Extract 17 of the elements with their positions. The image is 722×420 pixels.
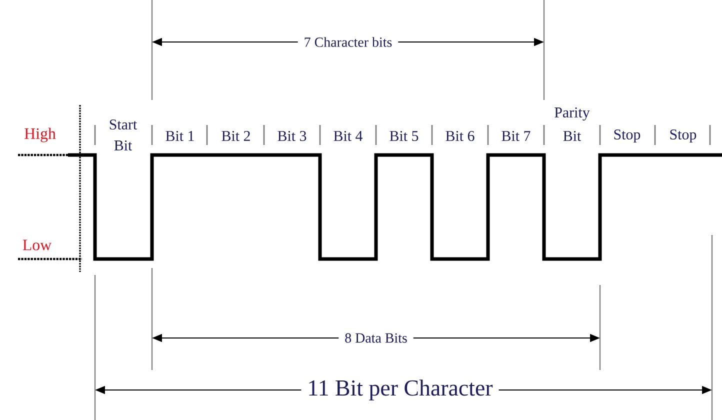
bit-label: Bit 1 [166, 131, 194, 142]
bit-label: Stop [614, 129, 640, 143]
bit-label: Bit 2 [222, 131, 250, 142]
level-label: High [24, 128, 56, 142]
level-label: Low [22, 240, 52, 250]
dimension-label: 8 Data Bits [338, 330, 414, 346]
dimension-label: 7 Character bits [298, 34, 398, 50]
bit-label: Bit 6 [446, 131, 474, 142]
dimension-label: 11 Bit per Character [301, 376, 499, 404]
bit-label: Bit [563, 131, 582, 142]
bit-label: Bit 7 [502, 131, 530, 142]
bit-label: Bit 3 [278, 131, 306, 142]
bit-label: Parity [554, 107, 590, 121]
bit-label: Bit 5 [390, 131, 418, 142]
bit-label: Stop [670, 129, 696, 143]
bit-label: Bit 4 [334, 131, 363, 142]
bit-label: Start Bit [110, 120, 138, 150]
